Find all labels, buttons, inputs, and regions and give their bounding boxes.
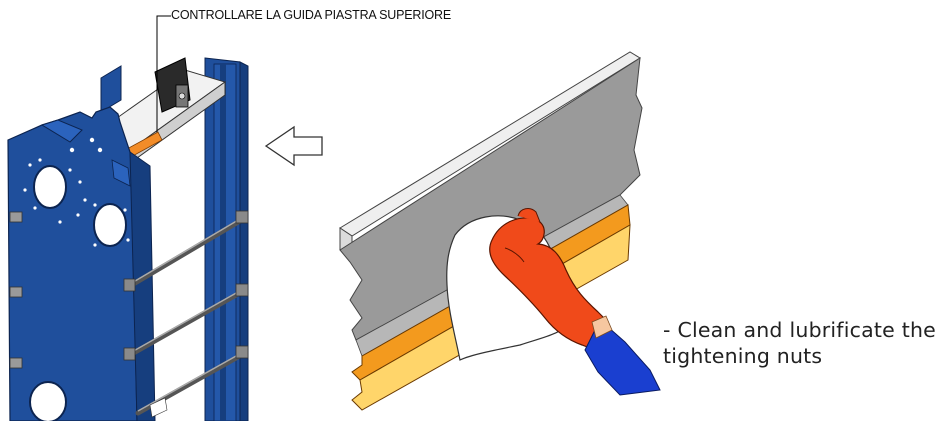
glove-hand bbox=[489, 208, 609, 351]
instruction-text: - Clean and lubrificate the tightening n… bbox=[663, 318, 936, 368]
heat-exchanger-frame bbox=[7, 15, 249, 421]
sleeve bbox=[584, 315, 661, 396]
left-arrow-icon bbox=[264, 125, 323, 167]
callout-label: CONTROLLARE LA GUIDA PIASTRA SUPERIORE bbox=[171, 8, 451, 22]
